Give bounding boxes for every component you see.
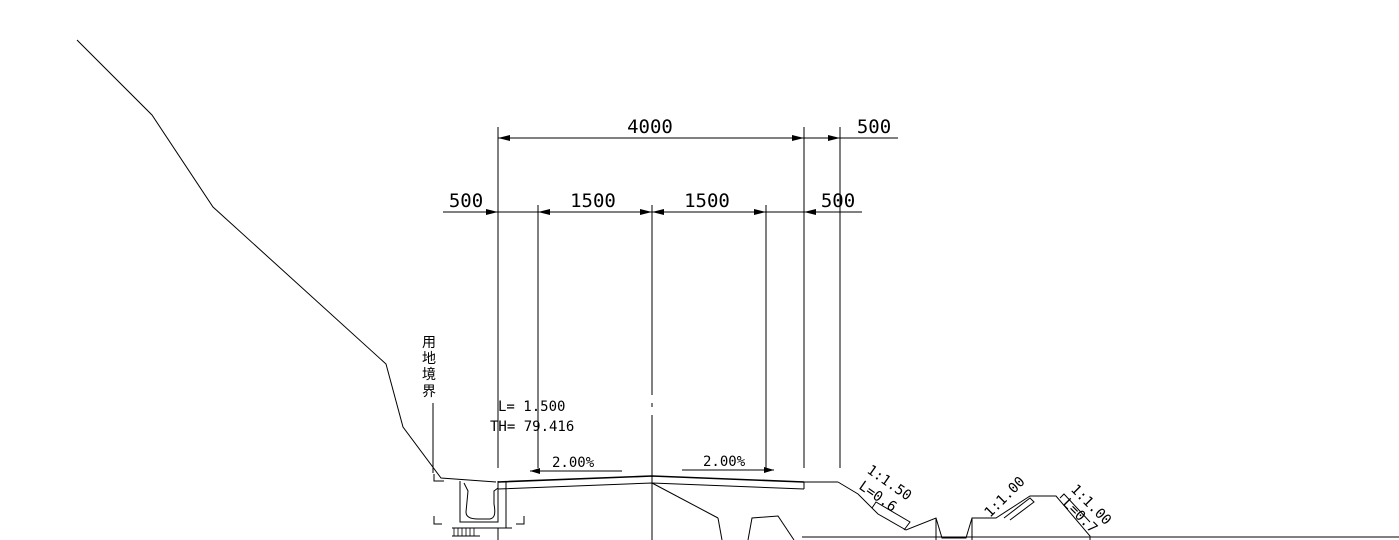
dim-right-shoulder-text: 500 (821, 190, 855, 212)
dim-top-right-text: 500 (857, 116, 891, 138)
slope-2-ratio-text: 1:1.00 (982, 474, 1029, 521)
lane-dimension-group: 500 1500 1500 500 (443, 190, 862, 468)
boundary-char-3: 境 (422, 367, 436, 383)
boundary-char-2: 地 (422, 351, 436, 367)
curve-length-text: L= 1.500 (498, 399, 565, 415)
dim-left-lane-text: 1500 (570, 190, 616, 212)
top-dimension-group: 4000 500 (497, 116, 898, 468)
dim-total-text: 4000 (627, 116, 673, 138)
dim-right-lane-text: 1500 (684, 190, 730, 212)
curve-th-text: TH= 79.416 (490, 419, 574, 435)
terrain-line (76, 39, 497, 483)
right-crossfall-text: 2.00% (703, 454, 746, 470)
boundary-char-4: 界 (422, 384, 436, 400)
left-gutter (433, 474, 525, 540)
pavement (497, 475, 838, 540)
dim-left-shoulder-text: 500 (449, 190, 483, 212)
right-slope-profile (802, 481, 1399, 540)
boundary-char-1: 用 (422, 335, 436, 351)
land-boundary-label: 用 地 境 界 (422, 335, 436, 473)
left-crossfall-text: 2.00% (552, 455, 595, 471)
